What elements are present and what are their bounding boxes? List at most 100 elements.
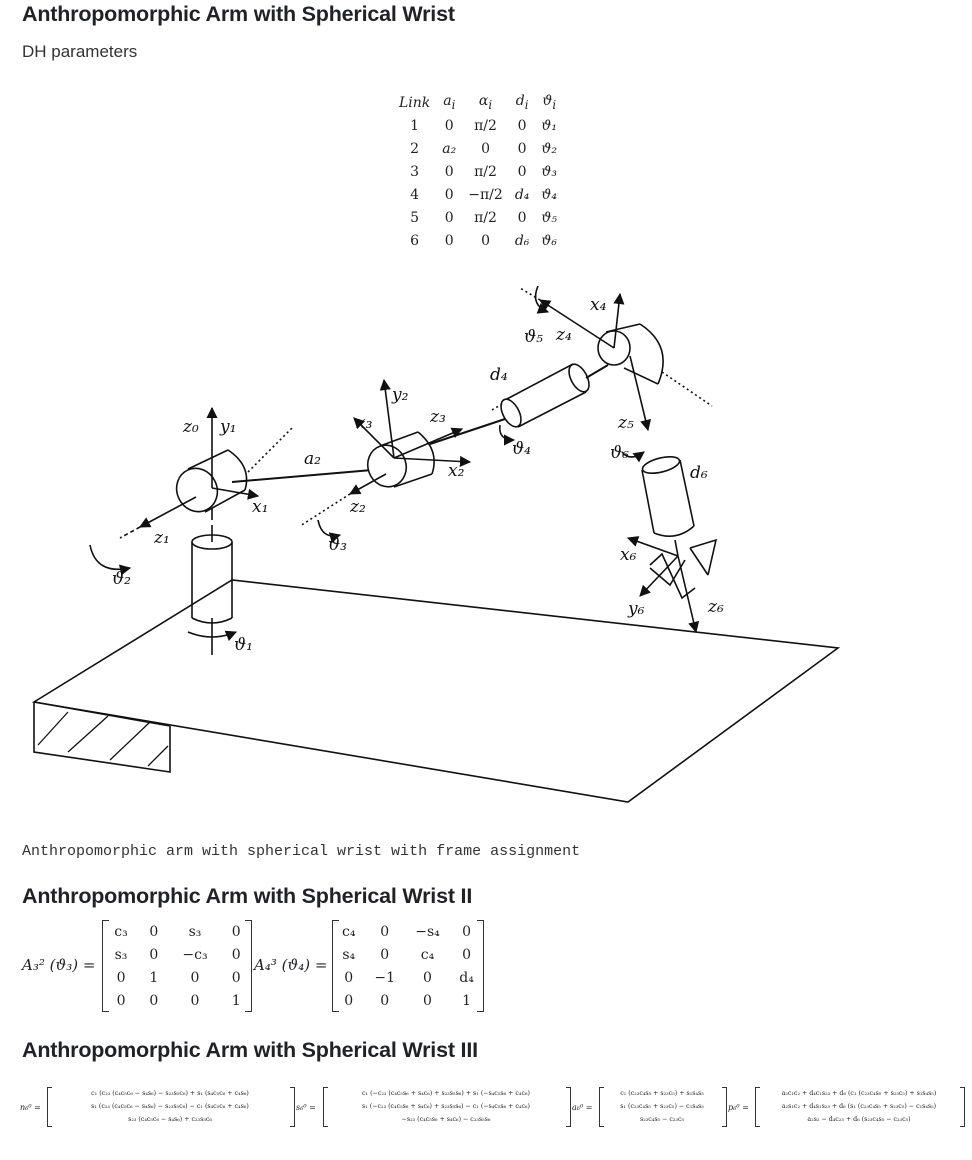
figure-caption: Anthropomorphic arm with spherical wrist… [22, 843, 581, 860]
matrix-cell: 0 [116, 992, 126, 1009]
section-title-3: Anthropomorphic Arm with Spherical Wrist… [22, 1038, 478, 1062]
label-d4: d₄ [490, 365, 508, 385]
dh-cell: 4 [410, 186, 420, 203]
matrix-cell: 0 [344, 992, 354, 1009]
matrix-cell: s₃ [188, 923, 202, 940]
robot-arm-diagram: z₀ y₁ x₁ z₁ ϑ₁ ϑ₂ a₂ x₃ y₂ z₃ x₂ z₂ ϑ₃ d… [31, 285, 841, 803]
vector-p-row: a₂c₁c₂ + d₄c₁s₂₃ + d₆ (c₁ (c₂₃c₄s₅ + s₂₃… [781, 1090, 937, 1097]
dh-cell: 0 [517, 117, 527, 134]
vector-s-row: −s₂₃ (c₄c₅s₆ + s₄c₆) − c₂₃s₅s₆ [401, 1116, 491, 1123]
vector-s-label: s₆⁰ = [296, 1103, 316, 1112]
vector-n-label: n₆⁰ = [20, 1103, 41, 1112]
label-z1: z₁ [153, 528, 170, 548]
label-z4: z₄ [555, 325, 572, 345]
matrix-cell: −1 [374, 969, 396, 986]
vector-a-row: c₁ (c₂₃c₄s₅ + s₂₃c₅) + s₁s₄s₅ [620, 1090, 704, 1097]
dh-subtitle: DH parameters [22, 42, 138, 61]
dh-cell: ϑ₂ [541, 140, 558, 157]
base-plate-front [33, 702, 171, 773]
dh-header-a-text: a [443, 93, 452, 110]
base-hatch [37, 711, 169, 767]
dh-cell: 0 [444, 163, 454, 180]
dh-header-alpha: αi [478, 93, 493, 112]
dh-cell: 0 [444, 186, 454, 203]
matrix-cell: s₄ [342, 946, 356, 963]
dh-table-header-row: Link ai αi di ϑi [393, 91, 563, 114]
label-z3: z₃ [429, 407, 446, 427]
matrix-cell: 0 [149, 992, 159, 1009]
matrix-cell: 0 [149, 946, 159, 963]
forearm-cylinder [500, 363, 590, 428]
label-z2: z₂ [349, 497, 366, 517]
vector-n-row: s₁ (c₂₃ (c₄c₅c₆ − s₄s₆) − s₂₃s₅c₆) − c₁ … [91, 1103, 249, 1110]
dh-cell: ϑ₅ [541, 209, 558, 226]
dh-cell: 3 [410, 163, 420, 180]
dh-cell: ϑ₄ [541, 186, 558, 203]
dh-cell: 5 [410, 209, 420, 226]
dh-cell: 0 [481, 140, 490, 157]
vector-s-row: s₁ (−c₂₃ (c₄c₅s₆ + s₄c₆) + s₂₃s₅s₆) − c₁… [362, 1103, 530, 1110]
matrix-cell: −s₄ [415, 923, 440, 940]
dh-cell: π/2 [474, 117, 497, 134]
matrix-cell: 0 [462, 923, 471, 940]
label-d6: d₆ [690, 463, 708, 483]
label-theta1: ϑ₁ [234, 635, 253, 655]
dh-cell: d₆ [514, 232, 530, 249]
dh-cell: π/2 [474, 163, 497, 180]
matrix-cell: 0 [380, 946, 390, 963]
dh-header-theta: ϑi [542, 93, 557, 112]
matrix-cell: 0 [344, 969, 354, 986]
dh-cell: 0 [444, 232, 454, 249]
dh-cell: a₂ [442, 140, 457, 157]
matrix-cell: 0 [423, 969, 432, 986]
matrix-cell: 0 [462, 946, 471, 963]
matrix-cell: 0 [380, 992, 390, 1009]
vector-s-row: c₁ (−c₂₃ (c₄c₅s₆ + s₄c₆) + s₂₃s₅s₆) + s₁… [362, 1090, 530, 1097]
matrix-cell: −c₃ [182, 946, 208, 963]
matrix-cell: 1 [231, 992, 241, 1009]
base-plate [31, 579, 841, 803]
vector-a-row: s₂₃c₄s₅ − c₂₃c₅ [640, 1116, 684, 1123]
label-theta4: ϑ₄ [512, 439, 531, 459]
matrix-cell: 1 [462, 992, 471, 1009]
shoulder-joint-cylinder [175, 449, 248, 513]
dh-header-alpha-text: α [478, 93, 489, 110]
dh-header-a: ai [443, 93, 456, 112]
vector-s-bracket [323, 1087, 571, 1127]
matrix-cell: 0 [190, 992, 200, 1009]
label-z5: z₅ [617, 413, 634, 433]
vector-n: c₁ (c₂₃ (c₄c₅c₆ − s₄s₆) − s₂₃s₅c₆) + s₁ … [51, 1087, 289, 1126]
matrix-cell: 0 [190, 969, 200, 986]
dh-cell: 6 [410, 232, 420, 249]
vector-a: c₁ (c₂₃c₄s₅ + s₂₃c₅) + s₁s₄s₅ s₁ (c₂₃c₄s… [603, 1087, 721, 1126]
matrix-cell: 0 [231, 923, 241, 940]
elbow-joint-cylinder [366, 431, 435, 488]
dh-cell: 2 [410, 140, 420, 157]
end-effector-cylinder [641, 455, 695, 538]
matrix-cell: 0 [231, 969, 241, 986]
end-effector-vectors: n₆⁰ = c₁ (c₂₃ (c₄c₅c₆ − s₄s₆) − s₂₃s₅c₆)… [20, 1087, 970, 1129]
gripper [649, 538, 718, 600]
vector-a-row: s₁ (c₂₃c₄s₅ + s₂₃c₅) − c₁s₄s₅ [620, 1103, 704, 1110]
base-joint-cylinder [187, 534, 238, 655]
matrix-cell: c₄ [420, 946, 435, 963]
label-x1: x₁ [252, 497, 268, 517]
dh-cell: 0 [481, 232, 490, 249]
dh-header-d: di [515, 93, 529, 112]
dh-header-link: Link [399, 94, 431, 111]
section-title-2: Anthropomorphic Arm with Spherical Wrist… [22, 884, 473, 908]
dh-cell: 0 [517, 163, 527, 180]
matrix-cell: d₄ [459, 969, 474, 986]
label-x3: x₃ [356, 413, 373, 433]
label-y2: y₂ [391, 385, 409, 405]
vector-a-label: a₆⁰ = [572, 1103, 593, 1112]
vector-n-row: s₂₃ (c₄c₅c₆ − s₄s₆) + c₂₃s₅c₆ [128, 1116, 212, 1123]
dh-header-theta-text: ϑ [542, 93, 553, 110]
dh-cell: −π/2 [468, 186, 503, 203]
